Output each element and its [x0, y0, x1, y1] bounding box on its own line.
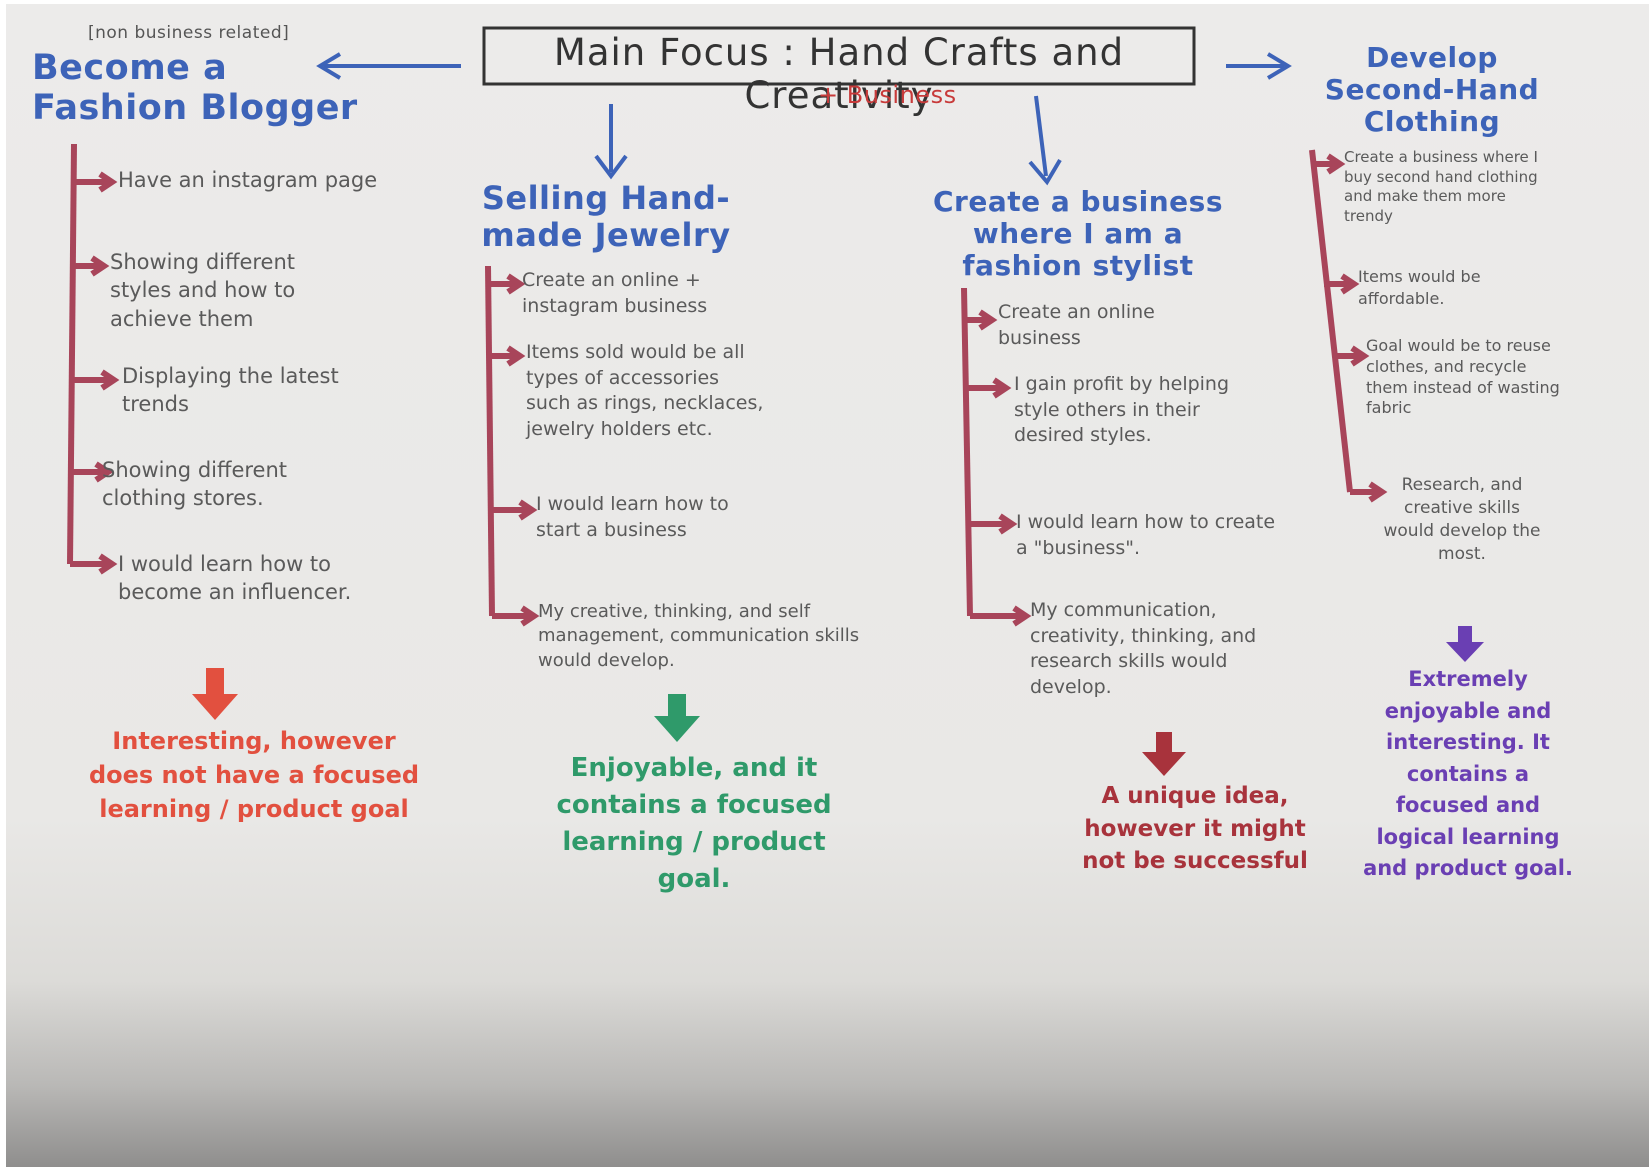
blogger-item: Showing different clothing stores.: [102, 458, 288, 511]
paper-sheet: Main Focus : Hand Crafts and Creativity …: [6, 4, 1649, 1167]
mindmap-connectors: [67, 26, 1484, 776]
verdict-blogger: Interesting, however does not have a foc…: [88, 727, 420, 824]
stylist-item: I gain profit by helping style others in…: [1014, 373, 1230, 447]
jewelry-item: I would learn how to start a business: [536, 493, 729, 541]
verdict-jewelry: Enjoyable, and it contains a focused lea…: [556, 753, 832, 894]
blogger-item: Showing different styles and how to achi…: [110, 250, 296, 331]
blogger-item: Have an instagram page: [118, 168, 378, 192]
main-focus-box: [482, 26, 1196, 86]
jewelry-item: Create an online + instagram business: [522, 269, 708, 317]
verdict-arrow-blogger: [192, 668, 238, 720]
title-hand-made-jewelry: Selling Hand-made Jewelry: [481, 179, 731, 254]
verdict-arrow-jewelry: [654, 694, 700, 742]
stylist-item: My communication, creativity, thinking, …: [1030, 599, 1257, 698]
blogger-item: Displaying the latest trends: [122, 364, 339, 417]
second-hand-item: Items would be affordable.: [1358, 267, 1481, 308]
verdict-stylist: A unique idea, however it might not be s…: [1082, 783, 1308, 875]
verdict-arrow-second-hand: [1446, 626, 1484, 662]
business-tag: + Business: [818, 81, 957, 109]
title-fashion-blogger: Become a Fashion Blogger: [32, 48, 358, 129]
blogger-item: I would learn how to become an influence…: [118, 552, 352, 605]
stylist-item: I would learn how to create a "business"…: [1016, 511, 1276, 559]
second-hand-item: Research, and creative skills would deve…: [1383, 475, 1541, 564]
second-hand-item: Create a business where I buy second han…: [1344, 148, 1538, 225]
jewelry-item: Items sold would be all types of accesso…: [526, 341, 764, 440]
non-business-note: [non business related]: [88, 23, 290, 43]
verdict-arrow-stylist: [1142, 732, 1186, 776]
title-fashion-stylist: Create a business where I am a fashion s…: [932, 185, 1223, 283]
jewelry-item: My creative, thinking, and self manageme…: [538, 601, 860, 671]
arrow-to-stylist: [1034, 95, 1048, 177]
bracket-second-hand: [1309, 149, 1388, 503]
main-focus-title: Main Focus : Hand Crafts and Creativity: [553, 31, 1125, 117]
stylist-item: Create an online business: [998, 301, 1155, 349]
title-second-hand-clothing: Develop Second-Hand Clothing: [1324, 41, 1540, 139]
verdict-second-hand: Extremely enjoyable and interesting. It …: [1363, 667, 1573, 880]
second-hand-item: Goal would be to reuse clothes, and recy…: [1366, 336, 1560, 418]
bracket-stylist: [961, 287, 1032, 627]
bracket-blogger: [67, 143, 120, 575]
bracket-jewelry: [485, 265, 540, 627]
